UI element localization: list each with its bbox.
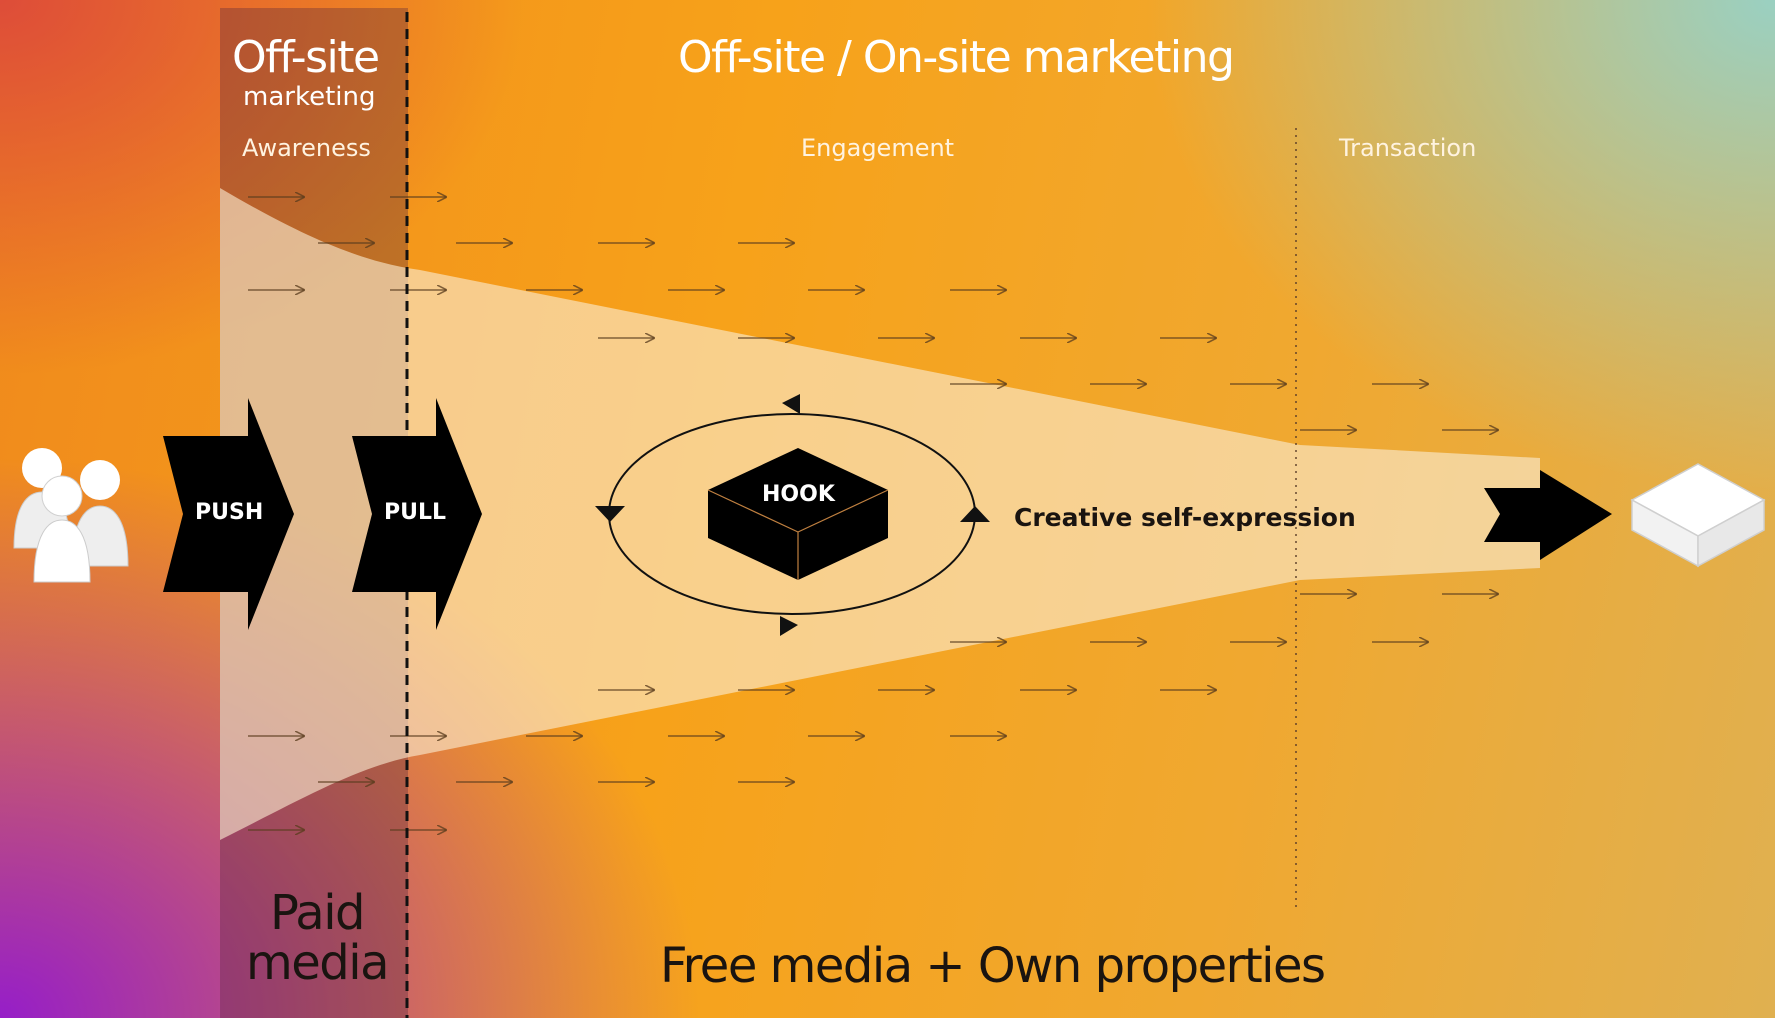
free-media-label: Free media + Own properties — [660, 938, 1326, 994]
people-group-icon — [13, 448, 129, 583]
product-box-icon — [1630, 463, 1766, 568]
hook-box-icon — [707, 448, 889, 580]
transaction-arrow — [1484, 470, 1612, 560]
paid-media-line1: Paid — [269, 885, 366, 941]
pull-arrow — [352, 398, 482, 630]
stage-awareness: Awareness — [242, 134, 371, 162]
cycle-arrows-icon — [595, 394, 990, 636]
paid-media-line2: media — [245, 935, 390, 991]
stage-engagement: Engagement — [801, 134, 955, 162]
main-title: Off-site / On-site marketing — [678, 32, 1235, 83]
offsite-subtitle: marketing — [243, 82, 376, 112]
paid-media-label: Paid media — [232, 888, 402, 988]
creative-label: Creative self-expression — [1014, 503, 1356, 532]
hook-label: HOOK — [762, 482, 835, 507]
flow-arrows — [248, 197, 1498, 830]
push-arrow — [163, 398, 294, 630]
pull-label: PULL — [384, 500, 447, 525]
offsite-title: Off-site — [232, 32, 380, 83]
stage-transaction: Transaction — [1339, 134, 1477, 162]
push-label: PUSH — [195, 500, 264, 525]
